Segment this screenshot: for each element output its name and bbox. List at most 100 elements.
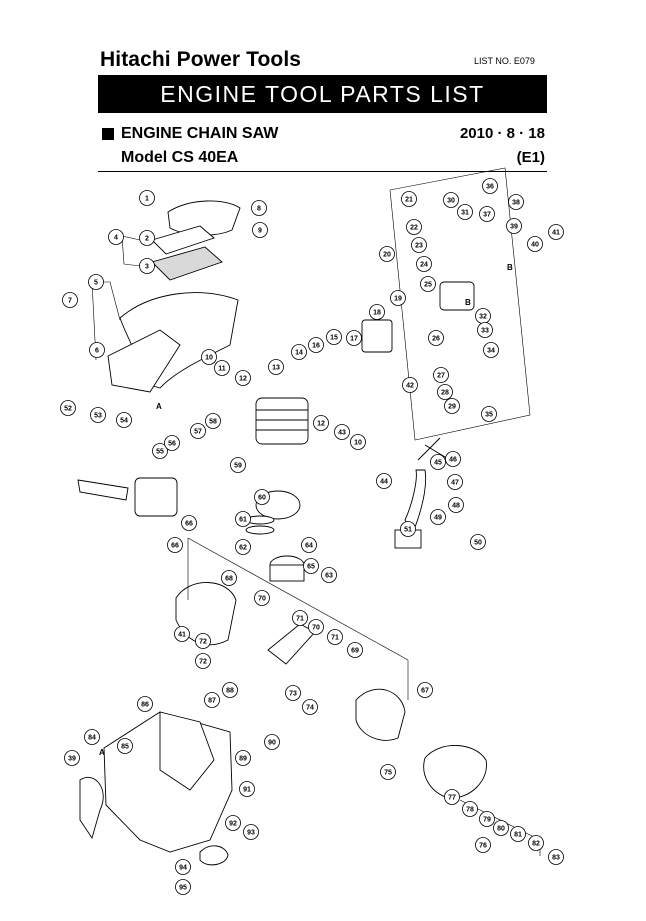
callout-circle <box>548 224 564 240</box>
ref-letter-b-lower: B <box>465 298 471 307</box>
callout-circle <box>301 537 317 553</box>
callout-86: 86 <box>137 696 153 712</box>
callout-number: 83 <box>552 855 560 862</box>
callout-5: 5 <box>88 274 104 290</box>
crankshaft-shape <box>267 623 316 665</box>
callout-number: 42 <box>406 383 414 390</box>
callout-number: 2 <box>145 236 149 243</box>
callout-circle <box>406 219 422 235</box>
callout-number: 38 <box>512 200 520 207</box>
callout-43: 43 <box>334 424 350 440</box>
callout-number: 51 <box>404 527 412 534</box>
callout-number: 36 <box>486 184 494 191</box>
callout-circle <box>205 413 221 429</box>
callout-circle <box>308 619 324 635</box>
grouping-frames <box>91 167 541 856</box>
callout-number: 27 <box>437 373 445 380</box>
callout-circle <box>88 274 104 290</box>
fuel-cap-shape <box>199 845 229 866</box>
callout-74: 74 <box>302 699 318 715</box>
callout-3: 3 <box>139 258 155 274</box>
callout-number: 10 <box>205 355 213 362</box>
callout-34: 34 <box>483 342 499 358</box>
callout-circle <box>402 377 418 393</box>
spring-plate-shape <box>77 479 129 501</box>
side-cover-shape <box>79 776 104 840</box>
callout-41: 41 <box>548 224 564 240</box>
callout-number: 54 <box>120 418 128 425</box>
callout-number: 84 <box>88 735 96 742</box>
callout-number: 95 <box>179 885 187 892</box>
callout-number: 22 <box>410 225 418 232</box>
callout-number: 44 <box>380 479 388 486</box>
callout-number: 17 <box>350 336 358 343</box>
callout-circle <box>175 879 191 895</box>
callout-number: 47 <box>451 480 459 487</box>
piston-body-shape <box>269 564 305 582</box>
callout-7: 7 <box>62 292 78 308</box>
callout-circle <box>313 415 329 431</box>
callout-circle <box>195 633 211 649</box>
callout-80: 80 <box>493 820 509 836</box>
filter-element-shape <box>151 246 223 281</box>
callout-number: 78 <box>466 807 474 814</box>
ref-letter-b-upper: B <box>507 263 513 272</box>
list-number: LIST NO. E079 <box>474 56 535 66</box>
callout-27: 27 <box>433 367 449 383</box>
callout-circle <box>201 349 217 365</box>
callout-circle <box>506 218 522 234</box>
callout-circle <box>379 246 395 262</box>
callout-circle <box>225 815 241 831</box>
callout-52: 52 <box>60 400 76 416</box>
callout-number: 85 <box>121 744 129 751</box>
callout-76: 76 <box>475 837 491 853</box>
callout-number: 67 <box>421 688 429 695</box>
callout-circle <box>481 406 497 422</box>
callout-circle <box>437 384 453 400</box>
callout-38: 38 <box>508 194 524 210</box>
callout-circle <box>254 489 270 505</box>
callout-circle <box>235 750 251 766</box>
callout-circle <box>221 570 237 586</box>
callout-circle <box>416 256 432 272</box>
callout-number: 59 <box>234 463 242 470</box>
callout-31: 31 <box>457 204 473 220</box>
throttle-lever-shape <box>404 469 427 537</box>
callout-number: 20 <box>383 252 391 259</box>
banner-title: ENGINE TOOL PARTS LIST <box>160 80 485 107</box>
callout-number: 33 <box>481 328 489 335</box>
callout-46: 46 <box>445 451 461 467</box>
callout-circle <box>152 443 168 459</box>
callout-number: 45 <box>434 460 442 467</box>
flywheel-shape <box>423 745 487 799</box>
callout-circle <box>445 451 461 467</box>
callout-circle <box>462 801 478 817</box>
bullet-square <box>102 128 114 140</box>
ref-letter-a-upper: A <box>156 402 162 411</box>
callout-37: 37 <box>479 206 495 222</box>
callout-number: 57 <box>194 429 202 436</box>
callout-number: 32 <box>479 314 487 321</box>
callout-circle <box>243 824 259 840</box>
callout-circle <box>214 360 230 376</box>
callout-number: 70 <box>312 625 320 632</box>
callout-number: 73 <box>289 691 297 698</box>
callout-82: 82 <box>528 835 544 851</box>
callout-circle <box>117 738 133 754</box>
callout-85: 85 <box>117 738 133 754</box>
callout-91: 91 <box>239 781 255 797</box>
callout-number: 62 <box>239 545 247 552</box>
callout-25: 25 <box>420 276 436 292</box>
callout-83: 83 <box>548 849 564 865</box>
callout-number: 11 <box>218 366 226 373</box>
callout-number: 15 <box>330 335 338 342</box>
callout-90: 90 <box>264 734 280 750</box>
callout-41: 41 <box>174 626 190 642</box>
callout-circle <box>89 342 105 358</box>
callout-circle <box>235 511 251 527</box>
callout-61: 61 <box>235 511 251 527</box>
air-filter-box-shape <box>361 319 393 353</box>
callout-circle <box>302 699 318 715</box>
callout-circle <box>204 692 220 708</box>
callout-87: 87 <box>204 692 220 708</box>
